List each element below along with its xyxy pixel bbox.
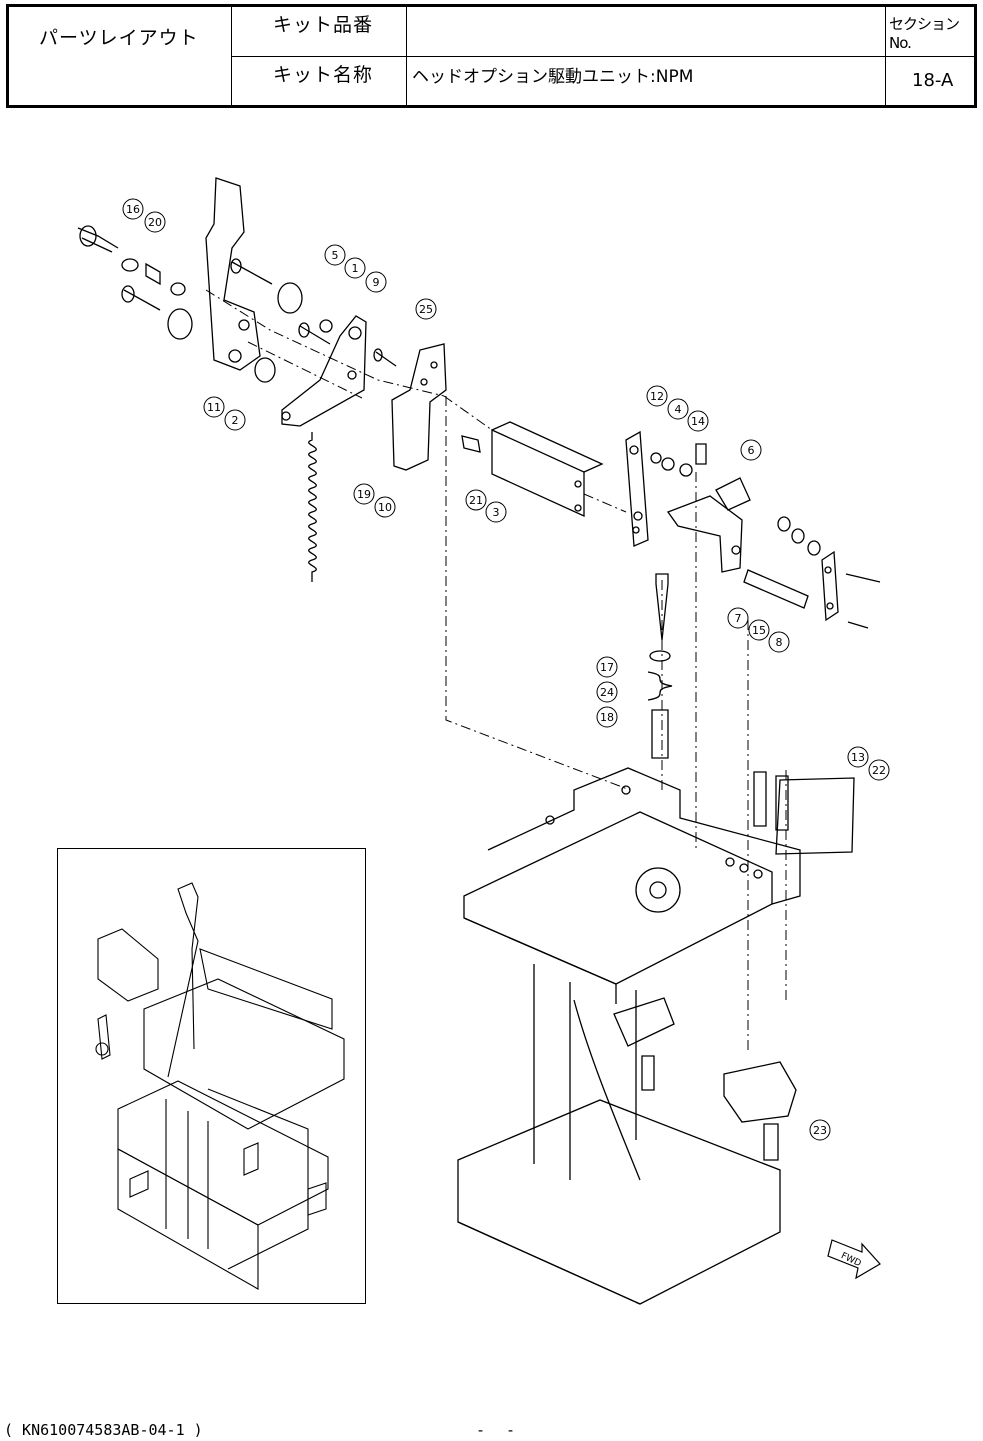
lever-part [206, 178, 260, 370]
callout-12: 12 [650, 390, 664, 403]
callout-11: 11 [207, 401, 221, 414]
callout-14: 14 [691, 415, 705, 428]
callout-7: 7 [735, 612, 742, 625]
callout-1: 1 [352, 262, 359, 275]
callout-23: 23 [813, 1124, 827, 1137]
callout-16: 16 [126, 203, 140, 216]
callout-8: 8 [776, 636, 783, 649]
callout-22: 22 [872, 764, 886, 777]
callout-25: 25 [419, 303, 433, 316]
assembly-illustration [58, 849, 365, 1303]
callout-19: 19 [357, 488, 371, 501]
callout-3: 3 [493, 506, 500, 519]
spring-part [309, 432, 317, 582]
callout-6: 6 [748, 444, 755, 457]
callout-15: 15 [752, 624, 766, 637]
callout-21: 21 [469, 494, 483, 507]
callout-9: 9 [373, 276, 380, 289]
callout-10: 10 [378, 501, 392, 514]
page-number: - - [476, 1421, 521, 1439]
fwd-label: FWD [839, 1251, 862, 1269]
callout-4: 4 [675, 403, 682, 416]
callout-5: 5 [332, 249, 339, 262]
document-code: ( KN610074583AB-04-1 ) [4, 1421, 203, 1439]
callout-24: 24 [600, 686, 614, 699]
top-plate [464, 812, 772, 984]
callout-18: 18 [600, 711, 614, 724]
fwd-arrow-icon: FWD [828, 1240, 880, 1278]
assembly-inset-view [57, 848, 366, 1304]
callout-17: 17 [600, 661, 614, 674]
callout-2: 2 [232, 414, 239, 427]
callout-13: 13 [851, 751, 865, 764]
callout-20: 20 [148, 216, 162, 229]
